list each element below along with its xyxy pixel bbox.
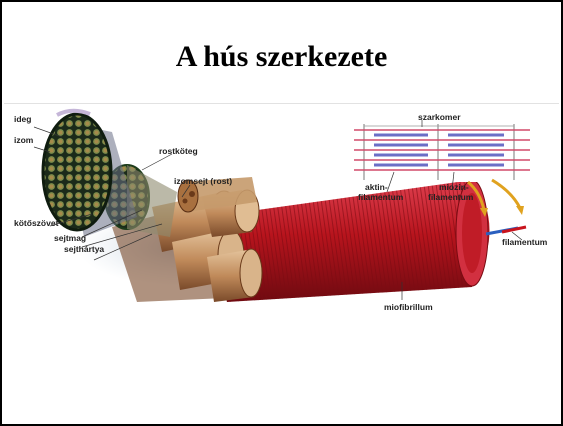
label-miozin-1: miozin- [439, 182, 469, 192]
label-aktin-1: aktin- [365, 182, 388, 192]
label-miozin-2: filamentum [428, 192, 474, 202]
label-miofibrillum: miofibrillum [384, 302, 433, 312]
label-szarkomer: szarkomer [418, 112, 461, 122]
label-izomsejt: izomsejt (rost) [174, 176, 232, 186]
label-ideg: ideg [14, 114, 31, 124]
label-aktin-2: filamentum [358, 192, 404, 202]
label-kotoszovet: kötőszövet [14, 218, 59, 228]
filament-tip [486, 227, 526, 234]
label-sejthartya: sejthártya [64, 244, 104, 254]
label-sejtmag: sejtmag [54, 233, 86, 243]
sarcomere-diagram [352, 122, 532, 182]
label-izom: izom [14, 135, 34, 145]
label-rostkoteg: rostköteg [159, 146, 198, 156]
label-filamentum: filamentum [502, 237, 548, 247]
